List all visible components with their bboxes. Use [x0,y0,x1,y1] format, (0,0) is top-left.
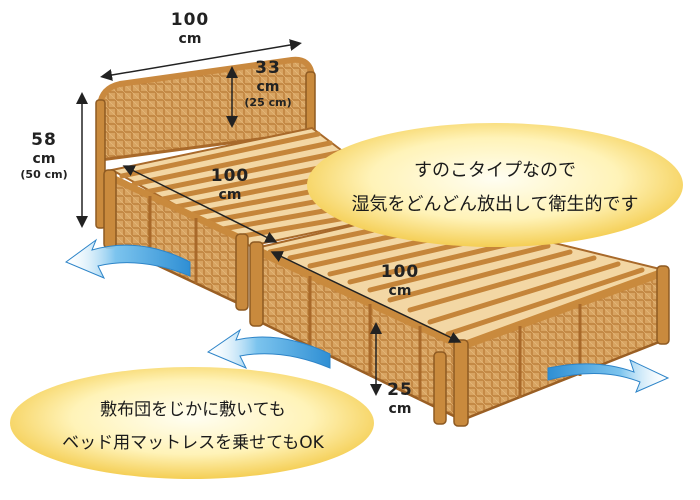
dim-overall-height: 58 cm (50 cm) [18,130,70,181]
dim-alt: (50 cm) [20,168,68,181]
dim-value: 58 [31,130,57,150]
airflow-arrow-left [64,238,191,279]
callout-bubble-bottom-left [10,367,374,479]
dim-frame1-length: 100 cm [202,166,258,203]
dim-value: 100 [170,10,210,30]
callout-line-2: ベッド用マットレスを乗せてもOK [62,433,324,453]
dim-leg-height: 25 cm [380,380,420,417]
dim-alt-unit: cm [44,168,63,181]
dim-alt: (25 cm) [244,96,292,109]
dim-alt-value: 50 [25,168,41,181]
callout-line-2: 湿気をどんどん放出して衛生的です [351,194,639,215]
dim-unit: cm [388,401,412,417]
dim-value: 25 [387,380,413,400]
dim-unit: cm [178,31,202,47]
dim-alt-unit: cm [268,96,287,109]
airflow-arrow-right [547,359,670,393]
dim-value: 100 [210,166,250,186]
dim-unit: cm [218,187,242,203]
callout-bubble-top-right [307,123,683,247]
dim-headboard-height: 33 cm (25 cm) [244,58,292,109]
dim-value: 100 [380,262,420,282]
dim-unit: cm [388,283,412,299]
dim-unit: cm [256,79,280,95]
callout-line-1: すのこタイプなので [414,160,576,181]
dim-frame2-length: 100 cm [372,262,428,299]
dimension-lines [76,39,462,396]
dim-value: 33 [255,58,281,78]
dim-alt-value: 25 [249,96,265,109]
callout-text-top-right: すのこタイプなので 湿気をどんどん放出して衛生的です [318,150,672,222]
callout-line-1: 敷布団をじかに敷いても [100,400,286,420]
dim-unit: cm [32,151,56,167]
dim-headboard-length: 100 cm [160,10,220,47]
callout-text-bottom-left: 敷布団をじかに敷いても ベッド用マットレスを乗せてもOK [28,390,358,458]
